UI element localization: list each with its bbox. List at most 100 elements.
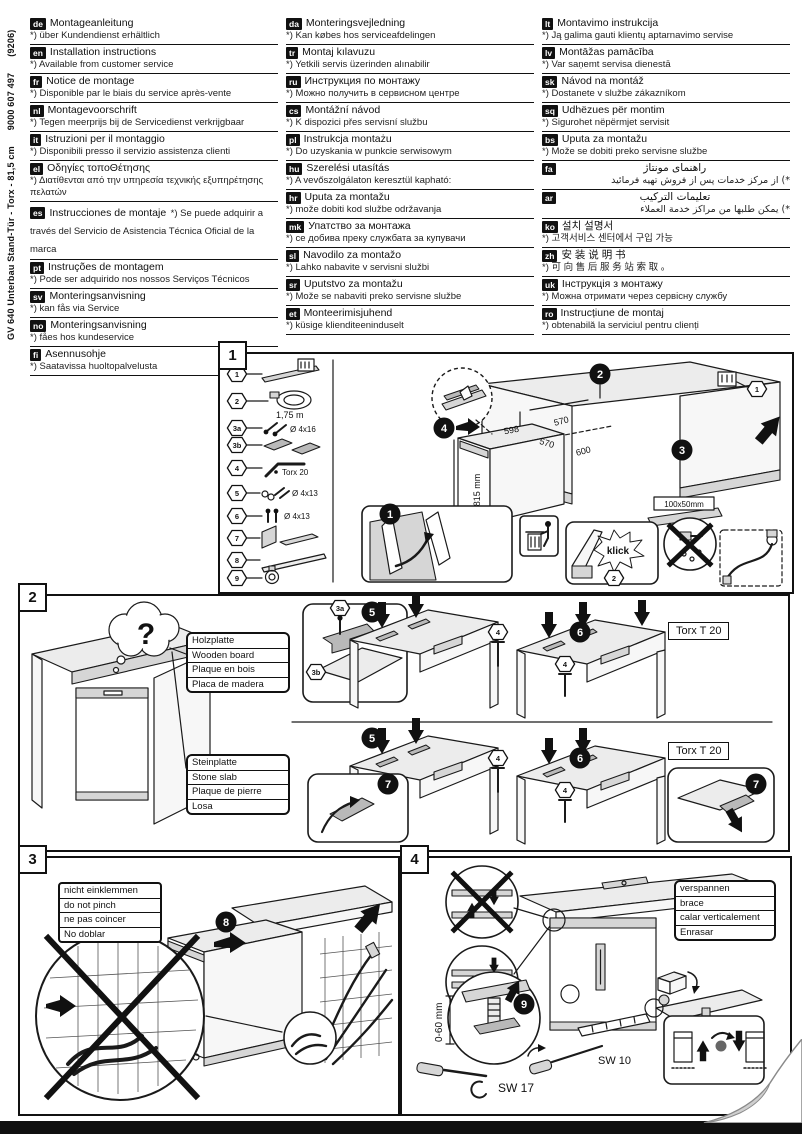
lang-title: Упатство за монтажа (308, 220, 411, 232)
sw10-label: SW 10 (598, 1055, 631, 1067)
lang-note: *) Do uzyskania w punkcie serwisowym (286, 146, 452, 157)
lang-code-badge: ar (542, 191, 557, 204)
part-3b-hex: 3b (233, 441, 242, 450)
part-row-3a: 3a Ø 4x16 (226, 419, 316, 437)
part-row-8: 8 (226, 551, 327, 573)
wrench (470, 1080, 487, 1099)
label-line: Stone slab (188, 771, 288, 785)
svg-text:8: 8 (223, 917, 229, 929)
lang-code-badge: pl (286, 133, 300, 146)
lang-code-badge: mk (286, 220, 305, 233)
svg-text:2: 2 (612, 574, 616, 583)
lang-title: Montāžas pamācība (559, 46, 654, 58)
svg-text:3b: 3b (312, 668, 321, 677)
part-7-hex: 7 (235, 534, 239, 543)
lang-code-badge: tr (286, 46, 299, 59)
dishwasher-front (75, 687, 149, 801)
lang-note: *) Može se nabaviti preko servisne služb… (286, 291, 462, 302)
lang-title: Инструкция по монтажу (304, 75, 421, 87)
lang-title: Monteerimisjuhend (303, 307, 393, 319)
lang-note: *) K dispozici přes servisní službu (286, 117, 428, 128)
svg-text:4: 4 (563, 786, 568, 795)
panel-2-number: 2 (18, 583, 47, 612)
spine-text: GV 640 Unterbau Stand-Tür - Torx - 81,5 … (4, 18, 18, 340)
lang-title: Uputa za montažu (304, 191, 390, 203)
lang-title: تعليمات التركيب (639, 191, 711, 203)
foot-flange (473, 1017, 521, 1035)
question-mark: ? (137, 618, 155, 651)
screw-4x13-label-a: Ø 4x13 (292, 489, 318, 498)
glue-bracket-callout: 7 (307, 773, 409, 843)
step-7-badge-left: 7 (377, 773, 399, 795)
panel-3-drawing: 8 (35, 885, 394, 1101)
lang-code-badge: ru (286, 75, 301, 88)
lang-note: *) Tegen meerprijs bij de Servicedienst … (30, 117, 245, 128)
lang-note: *) über Kundendienst erhältlich (30, 30, 160, 41)
dishwasher-side (489, 433, 565, 523)
part-row-7: 7 (226, 525, 319, 549)
lang-title: Οδηγίες τοποΘέτησης (47, 162, 151, 174)
lang-note: *) küsige klienditeeninduselt (286, 320, 404, 331)
klick-inset: klick 2 (565, 521, 659, 587)
adjustment-strip (577, 1013, 651, 1037)
lang-note: *) može dobiti kod službe održavanja (286, 204, 442, 215)
niche-depth-dim: 570 (553, 414, 570, 427)
lang-title: Udhëzues për montim (561, 104, 665, 116)
spirit-level-on-top (601, 876, 649, 890)
lang-note: *) obtenabilă la serviciul pentru clienț… (542, 320, 699, 331)
panel-2-drawing: ? 3a 3b 5 6 4 4 (31, 596, 775, 846)
label-line: brace (676, 897, 774, 911)
part-row-1: 1 (226, 358, 320, 383)
spine-revision: (9206) (6, 29, 16, 57)
label-line: verspannen (676, 882, 774, 897)
part-8-hex: 8 (235, 556, 239, 565)
lang-title: Montavimo instrukcija (557, 17, 659, 29)
lang-note: *) A vevőszolgálaton keresztül kapható: (286, 175, 452, 186)
part-1-reference-hex: 1 (746, 380, 768, 398)
lang-code-badge: es (30, 207, 46, 219)
lang-title: Instruções de montagem (48, 261, 164, 273)
hose-coil-illustration (276, 390, 312, 410)
strip-callout-circle (431, 367, 493, 435)
svg-text:7: 7 (385, 779, 391, 791)
pinched-hoses-warning (35, 931, 205, 1101)
mini-dishwasher-right (745, 1031, 765, 1063)
hose-outlet-circle (283, 1011, 337, 1065)
lang-title-line: ar تعليمات التركيب (542, 191, 790, 204)
panel-1-number: 1 (218, 341, 247, 370)
lang-code-badge: lv (542, 46, 556, 59)
part-row-4: 4 Torx 20 (226, 459, 309, 478)
label-line: Plaque de pierre (188, 785, 288, 800)
dishwasher-iso: 598 570 815 mm (453, 423, 565, 523)
step-6-badge-bottom: 6 (569, 747, 591, 769)
lang-title: Monteringsvejledning (305, 17, 406, 29)
lang-code-badge: lt (542, 17, 554, 30)
lang-code-badge: sk (542, 75, 558, 88)
lang-code-badge: hu (286, 162, 303, 175)
svg-text:6: 6 (577, 627, 583, 639)
label-line: Placa de madera (192, 678, 264, 690)
push-in-arrow (214, 932, 246, 953)
part-row-5: 5 Ø 4x13 (226, 484, 318, 502)
lang-title: Notice de montage (46, 75, 135, 87)
lang-title: Montážní návod (305, 104, 381, 116)
hose-connection-inset (719, 529, 783, 587)
lang-note: *) kan fås via Service (30, 303, 120, 314)
lang-title: Asennusohje (45, 348, 106, 360)
